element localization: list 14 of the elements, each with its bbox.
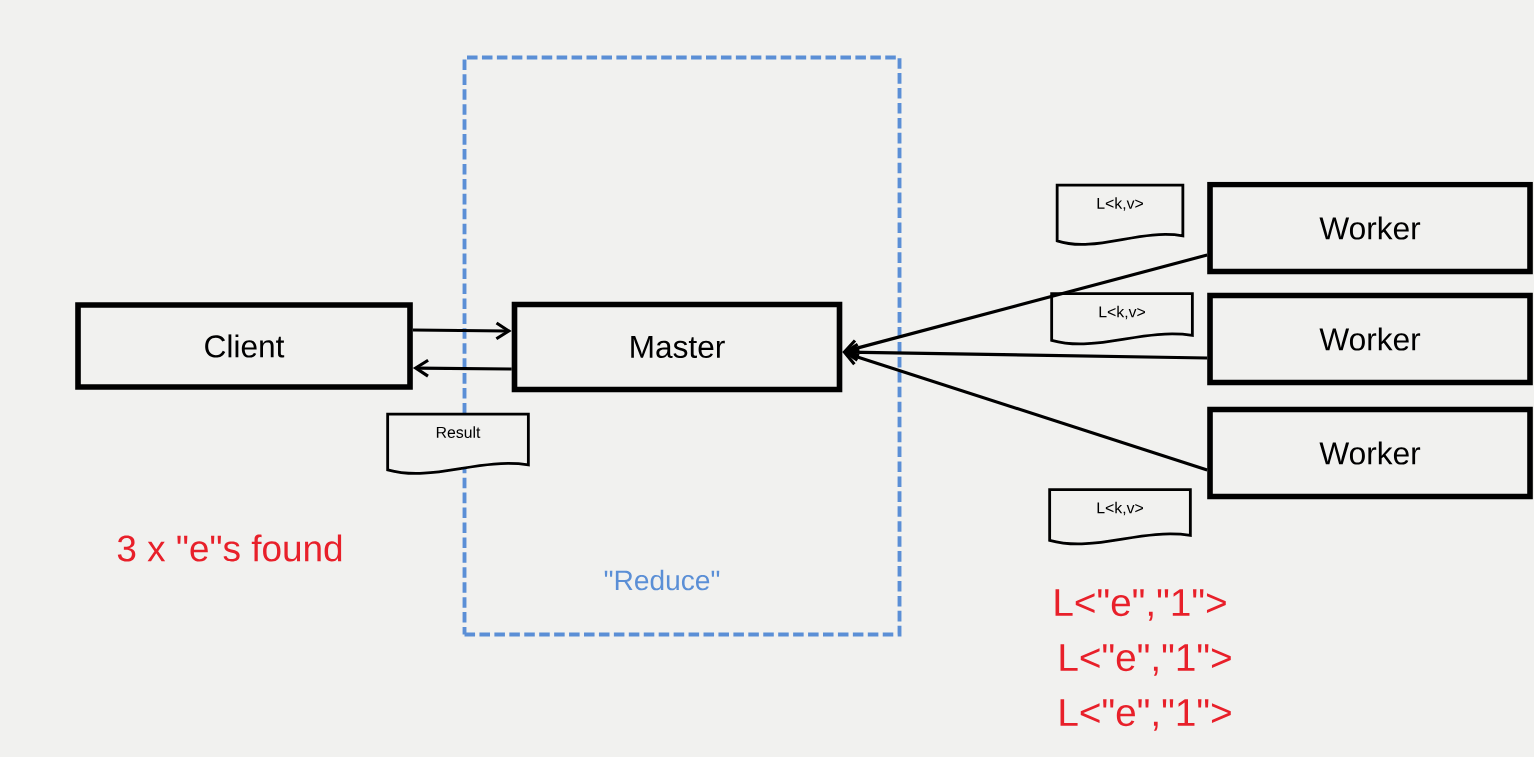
process-box: Worker (1207, 181, 1533, 275)
process-box: Worker (1207, 292, 1533, 386)
process-box: Master (511, 301, 843, 393)
process-box: Worker (1207, 406, 1533, 500)
arrow (842, 343, 1208, 362)
process-box: Client (75, 302, 413, 390)
note-text: L<"e","1"> (1060, 644, 1231, 676)
note-text: 3 x "e"s found (117, 534, 342, 562)
arrow (842, 347, 1208, 472)
arrow (842, 253, 1208, 358)
note-text: L<"e","1"> (1055, 589, 1226, 621)
note-text: L<"e","1"> (1060, 699, 1231, 731)
arrow (412, 358, 512, 378)
arrow (412, 321, 512, 341)
